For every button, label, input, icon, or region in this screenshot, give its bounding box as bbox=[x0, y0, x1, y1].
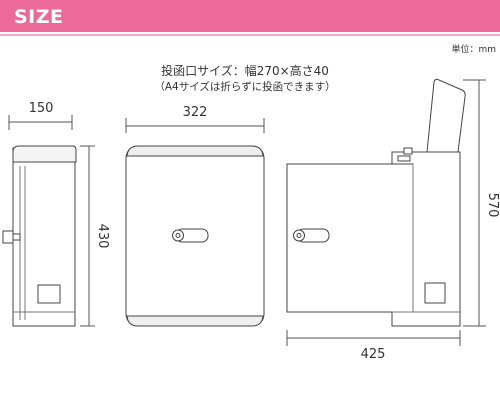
open-height-label: 570 bbox=[485, 193, 500, 218]
side-depth-label: 150 bbox=[29, 101, 54, 116]
size-header: SIZE bbox=[0, 0, 500, 38]
open-raised-lid bbox=[426, 78, 466, 153]
front-view bbox=[125, 118, 265, 327]
side-window bbox=[37, 284, 61, 304]
open-hinge bbox=[403, 147, 413, 155]
side-knob bbox=[2, 230, 14, 244]
front-lid bbox=[126, 145, 264, 157]
side-height-label: 430 bbox=[95, 224, 110, 249]
open-width-label: 425 bbox=[361, 347, 386, 362]
mail-slot-size-caption: 投函口サイズ：幅270×高さ40 bbox=[161, 64, 329, 78]
front-keyhole bbox=[175, 233, 181, 238]
a4-note-caption: （A4サイズは折らずに投函できます） bbox=[154, 81, 336, 93]
side-view bbox=[2, 115, 95, 327]
header-bar bbox=[0, 0, 500, 32]
open-hinge-bracket bbox=[397, 155, 411, 162]
header-divider bbox=[0, 34, 500, 36]
front-bottom-band bbox=[126, 315, 264, 327]
open-window bbox=[424, 282, 446, 304]
open-view bbox=[286, 78, 486, 346]
front-width-label: 322 bbox=[183, 105, 208, 120]
unit-note: 単位：mm bbox=[451, 45, 496, 55]
header-title: SIZE bbox=[14, 6, 64, 28]
side-knob-shaft bbox=[12, 233, 21, 241]
side-lid bbox=[12, 145, 77, 163]
open-keyhole bbox=[296, 233, 302, 238]
